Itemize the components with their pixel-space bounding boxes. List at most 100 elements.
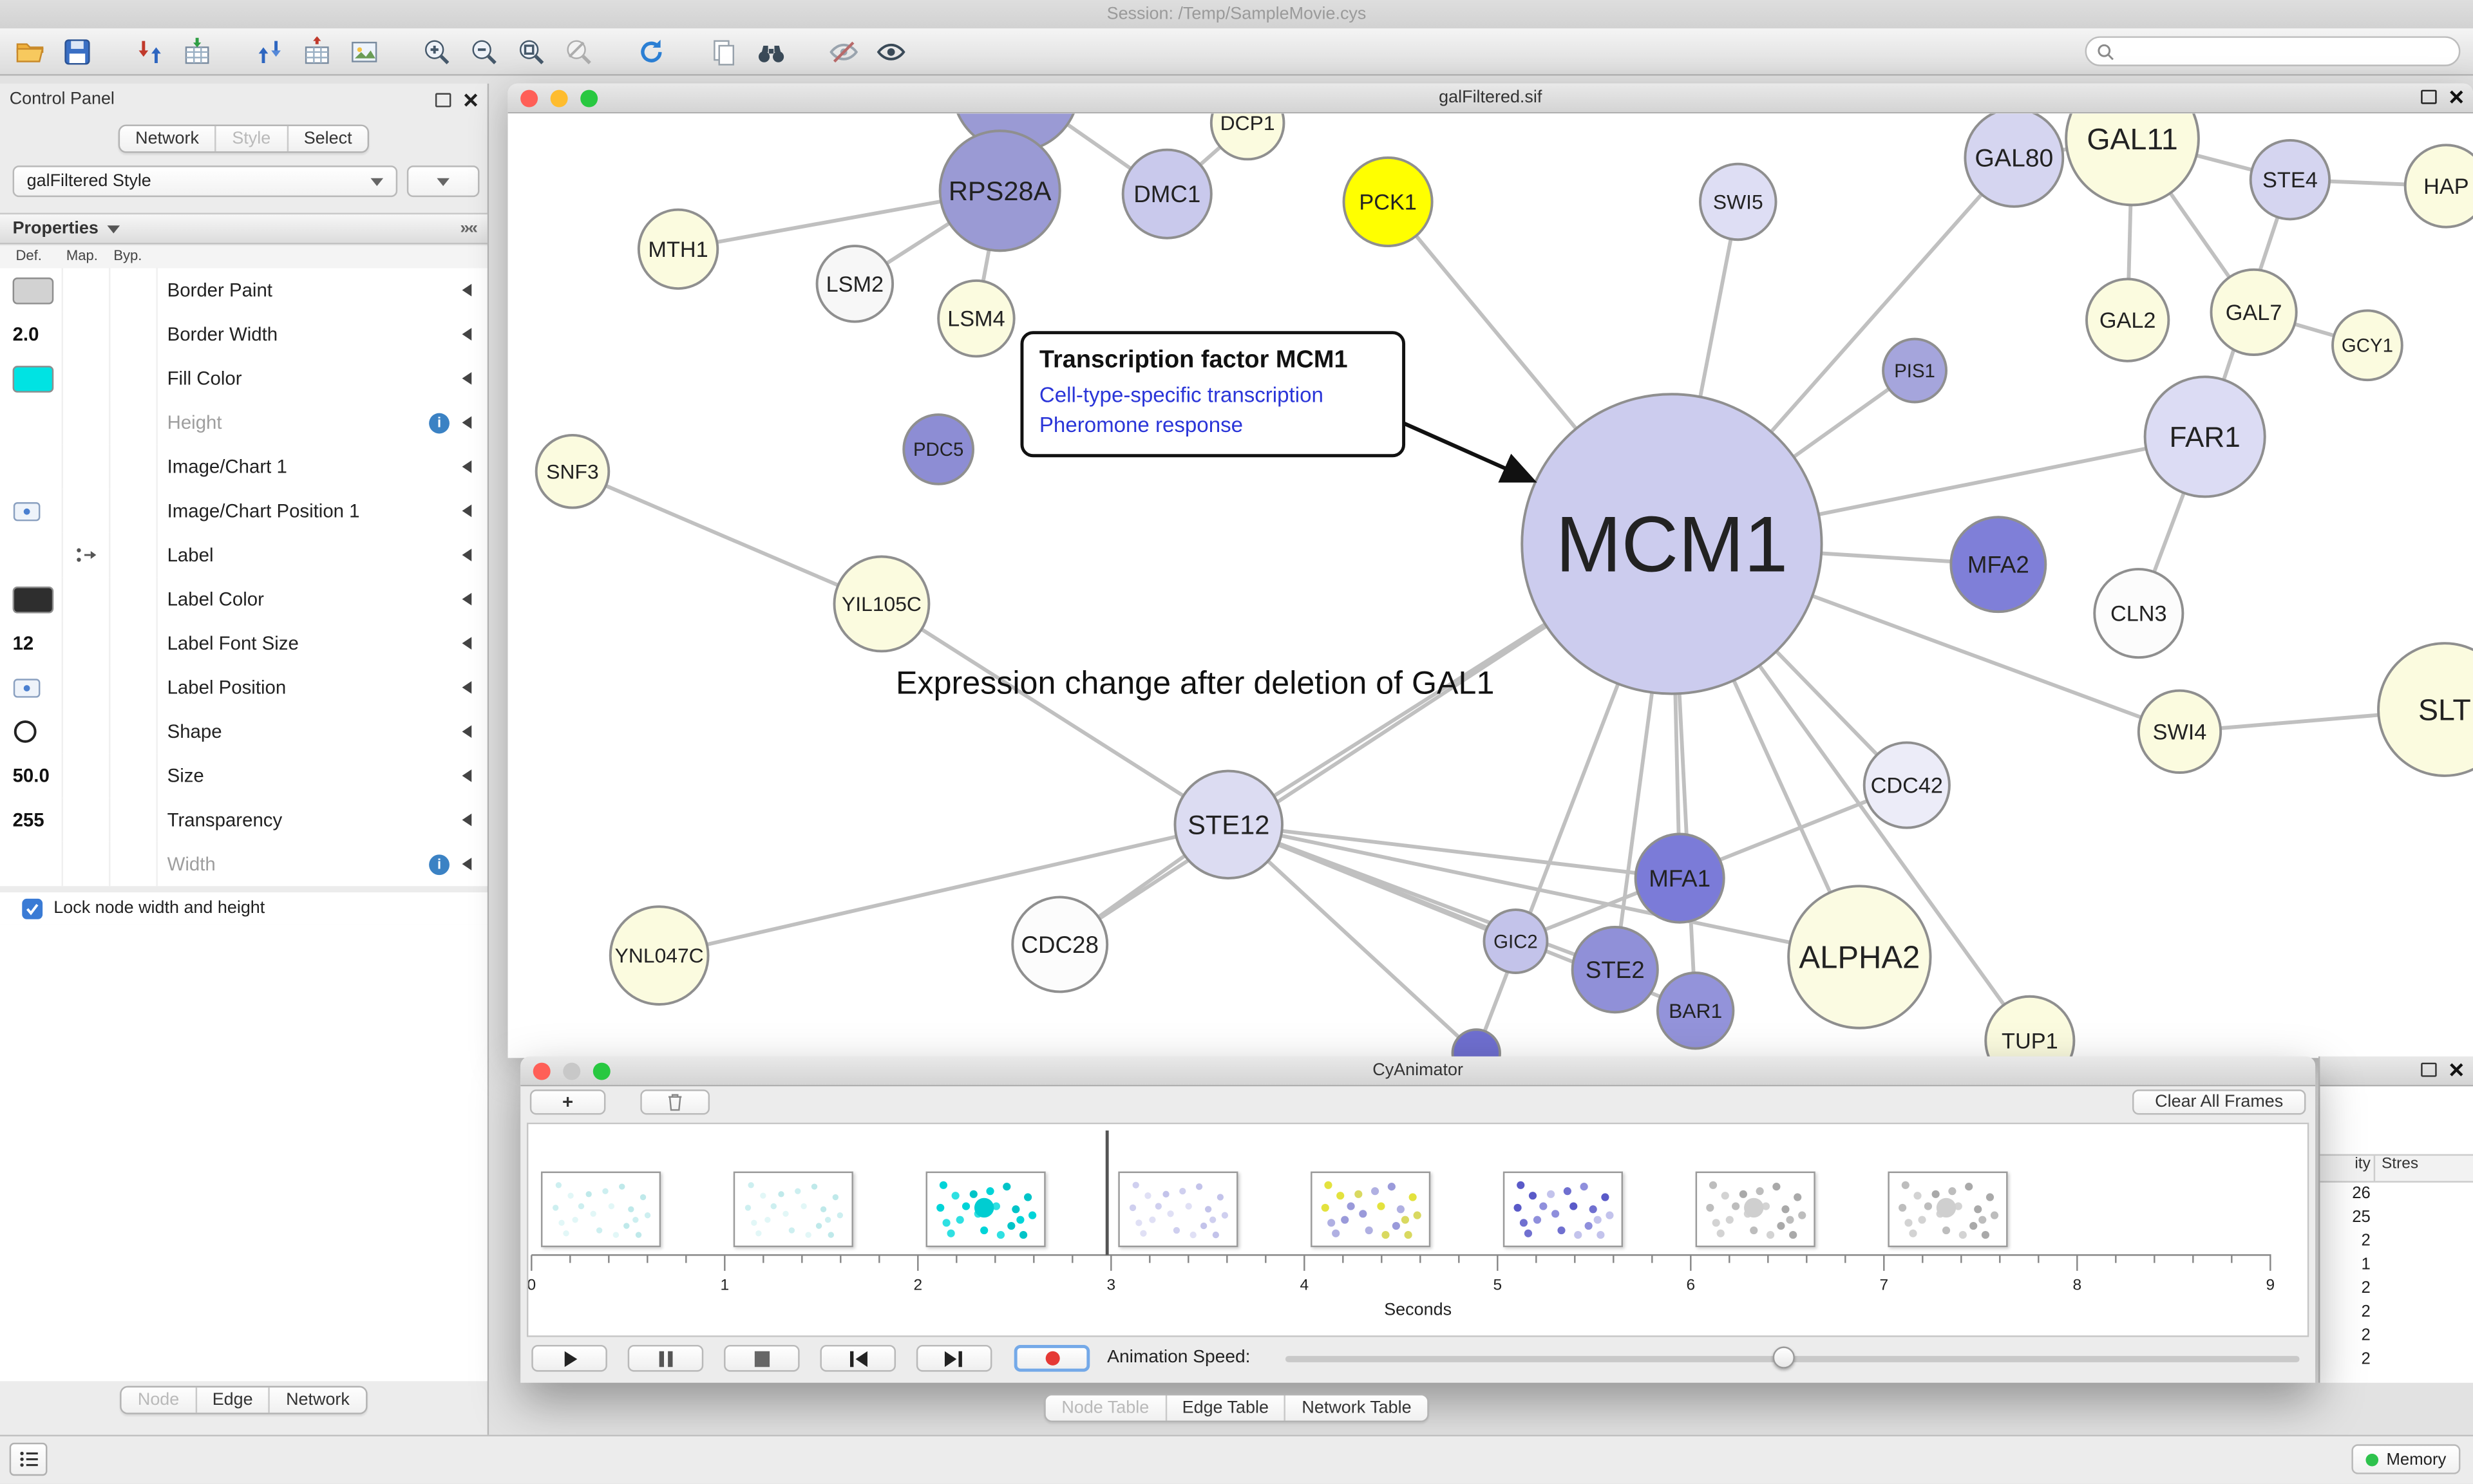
node-hap[interactable]: HAP — [2403, 144, 2473, 229]
node-tup1[interactable]: TUP1 — [1984, 995, 2076, 1058]
tab-network[interactable]: Network — [120, 126, 216, 152]
export-network-icon[interactable] — [246, 31, 293, 72]
frame-thumbnail-3[interactable] — [1118, 1171, 1238, 1248]
play-button[interactable] — [531, 1344, 607, 1372]
tab-edge-table[interactable]: Edge Table — [1166, 1395, 1286, 1421]
column-header[interactable]: Stres — [2373, 1156, 2473, 1181]
node-ste12[interactable]: STE12 — [1173, 769, 1284, 880]
search-input[interactable] — [2115, 37, 2459, 65]
property-row-width[interactable]: Width i — [0, 841, 488, 887]
node-pck1[interactable]: PCK1 — [1342, 156, 1434, 248]
border-paint-swatch[interactable] — [12, 276, 54, 304]
style-selector[interactable]: galFiltered Style — [12, 165, 398, 198]
node-cut[interactable] — [1451, 1028, 1501, 1058]
expand-arrow-icon[interactable] — [462, 504, 472, 518]
network-window-titlebar[interactable]: galFiltered.sif — [507, 83, 2473, 114]
tab-network[interactable]: Network — [286, 1391, 350, 1410]
expand-arrow-icon[interactable] — [462, 592, 472, 606]
node-cln3[interactable]: CLN3 — [2093, 568, 2184, 659]
label-font-size-value[interactable]: 12 — [12, 632, 34, 655]
property-row-height[interactable]: Height i — [0, 400, 488, 445]
refresh-layout-icon[interactable] — [628, 31, 675, 72]
property-row-image-chart-1[interactable]: Image/Chart 1 — [0, 444, 488, 489]
add-frame-button[interactable]: + — [529, 1089, 606, 1115]
frame-thumbnail-1[interactable] — [733, 1171, 853, 1248]
close-panel-icon[interactable] — [464, 92, 478, 106]
node-gal11[interactable]: GAL11 — [2065, 113, 2200, 207]
lock-size-row[interactable]: Lock node width and height — [0, 892, 488, 925]
close-traffic-icon[interactable] — [520, 89, 538, 107]
properties-header[interactable]: Properties » « — [0, 212, 488, 245]
annotation-box[interactable]: Transcription factor MCM1 Cell-type-spec… — [1020, 331, 1406, 457]
expand-arrow-icon[interactable] — [462, 858, 472, 870]
table-row[interactable]: 25 — [2320, 1205, 2473, 1228]
annotation-link[interactable]: Cell-type-specific transcription — [1039, 383, 1323, 407]
node-lsm4[interactable]: LSM4 — [937, 279, 1016, 358]
node-mfa2[interactable]: MFA2 — [1949, 516, 2047, 614]
collapse-expand-icons[interactable]: » « — [460, 219, 478, 238]
node-slt[interactable]: SLT — [2377, 642, 2473, 777]
frame-thumbnail-2[interactable] — [925, 1171, 1046, 1248]
close-traffic-icon[interactable] — [533, 1062, 551, 1080]
zoom-traffic-icon[interactable] — [592, 1062, 611, 1080]
show-panels-button[interactable] — [9, 1442, 48, 1476]
expand-arrow-icon[interactable] — [462, 460, 472, 473]
zoom-traffic-icon[interactable] — [580, 89, 598, 107]
table-row[interactable]: 2 — [2320, 1228, 2473, 1252]
border-width-value[interactable]: 2.0 — [12, 323, 39, 346]
expand-arrow-icon[interactable] — [462, 416, 472, 429]
table-row[interactable]: 26 — [2320, 1181, 2473, 1205]
next-frame-button[interactable] — [916, 1344, 992, 1372]
node-gic2[interactable]: GIC2 — [1483, 908, 1549, 974]
transparency-value[interactable]: 255 — [12, 809, 44, 831]
expand-arrow-icon[interactable] — [462, 769, 472, 782]
property-row-label-color[interactable]: Label Color — [0, 577, 488, 621]
node-swi4[interactable]: SWI4 — [2137, 689, 2222, 774]
node-pdc5[interactable]: PDC5 — [902, 413, 974, 485]
close-window-icon[interactable] — [2449, 90, 2463, 104]
hide-graphics-icon[interactable] — [820, 31, 867, 72]
import-network-icon[interactable] — [126, 31, 173, 72]
copy-icon[interactable] — [700, 31, 747, 72]
table-row[interactable]: 2 — [2320, 1275, 2473, 1299]
zoom-fit-icon[interactable] — [508, 31, 555, 72]
table-row[interactable]: 2 — [2320, 1346, 2473, 1370]
expand-arrow-icon[interactable] — [462, 725, 472, 738]
tab-style[interactable]: Style — [216, 126, 289, 152]
column-header[interactable]: ity — [2355, 1156, 2371, 1174]
node-swi5[interactable]: SWI5 — [1699, 162, 1777, 241]
node-lsm2[interactable]: LSM2 — [815, 245, 895, 323]
expand-arrow-icon[interactable] — [462, 371, 472, 385]
table-row[interactable]: 2 — [2320, 1323, 2473, 1347]
delete-frame-button[interactable] — [640, 1089, 710, 1115]
memory-button[interactable]: Memory — [2351, 1444, 2461, 1474]
pause-button[interactable] — [627, 1344, 704, 1372]
node-snf3[interactable]: SNF3 — [535, 433, 611, 509]
fill-color-swatch[interactable] — [12, 364, 54, 392]
expand-arrow-icon[interactable] — [462, 637, 472, 650]
annotation-link[interactable]: Pheromone response — [1039, 413, 1244, 437]
record-button[interactable] — [1014, 1344, 1090, 1372]
table-column-headers[interactable]: ity Stres — [2320, 1154, 2473, 1183]
expand-arrow-icon[interactable] — [462, 283, 472, 297]
node-yil105c[interactable]: YIL105C — [833, 555, 931, 653]
table-row[interactable]: 1 — [2320, 1252, 2473, 1275]
save-session-icon[interactable] — [53, 31, 100, 72]
export-image-icon[interactable] — [341, 31, 388, 72]
node-rps28a[interactable]: RPS28A — [938, 129, 1061, 252]
speed-slider-handle[interactable] — [1772, 1346, 1795, 1369]
tab-select[interactable]: Select — [303, 129, 352, 149]
node-gal7[interactable]: GAL7 — [2210, 268, 2298, 356]
checkbox-checked-icon[interactable] — [22, 897, 43, 919]
clear-all-frames-button[interactable]: Clear All Frames — [2132, 1089, 2306, 1115]
tab-node[interactable]: Node — [122, 1387, 197, 1413]
tab-edge[interactable]: Edge — [196, 1387, 270, 1413]
table-row[interactable]: 2 — [2320, 1299, 2473, 1323]
property-row-size[interactable]: 50.0 Size — [0, 753, 488, 798]
node-mfa1[interactable]: MFA1 — [1634, 832, 1725, 924]
node-gcy1[interactable]: GCY1 — [2331, 309, 2403, 382]
import-table-icon[interactable] — [173, 31, 220, 72]
node-pis1[interactable]: PIS1 — [1882, 337, 1948, 404]
node-ste2[interactable]: STE2 — [1571, 926, 1659, 1014]
